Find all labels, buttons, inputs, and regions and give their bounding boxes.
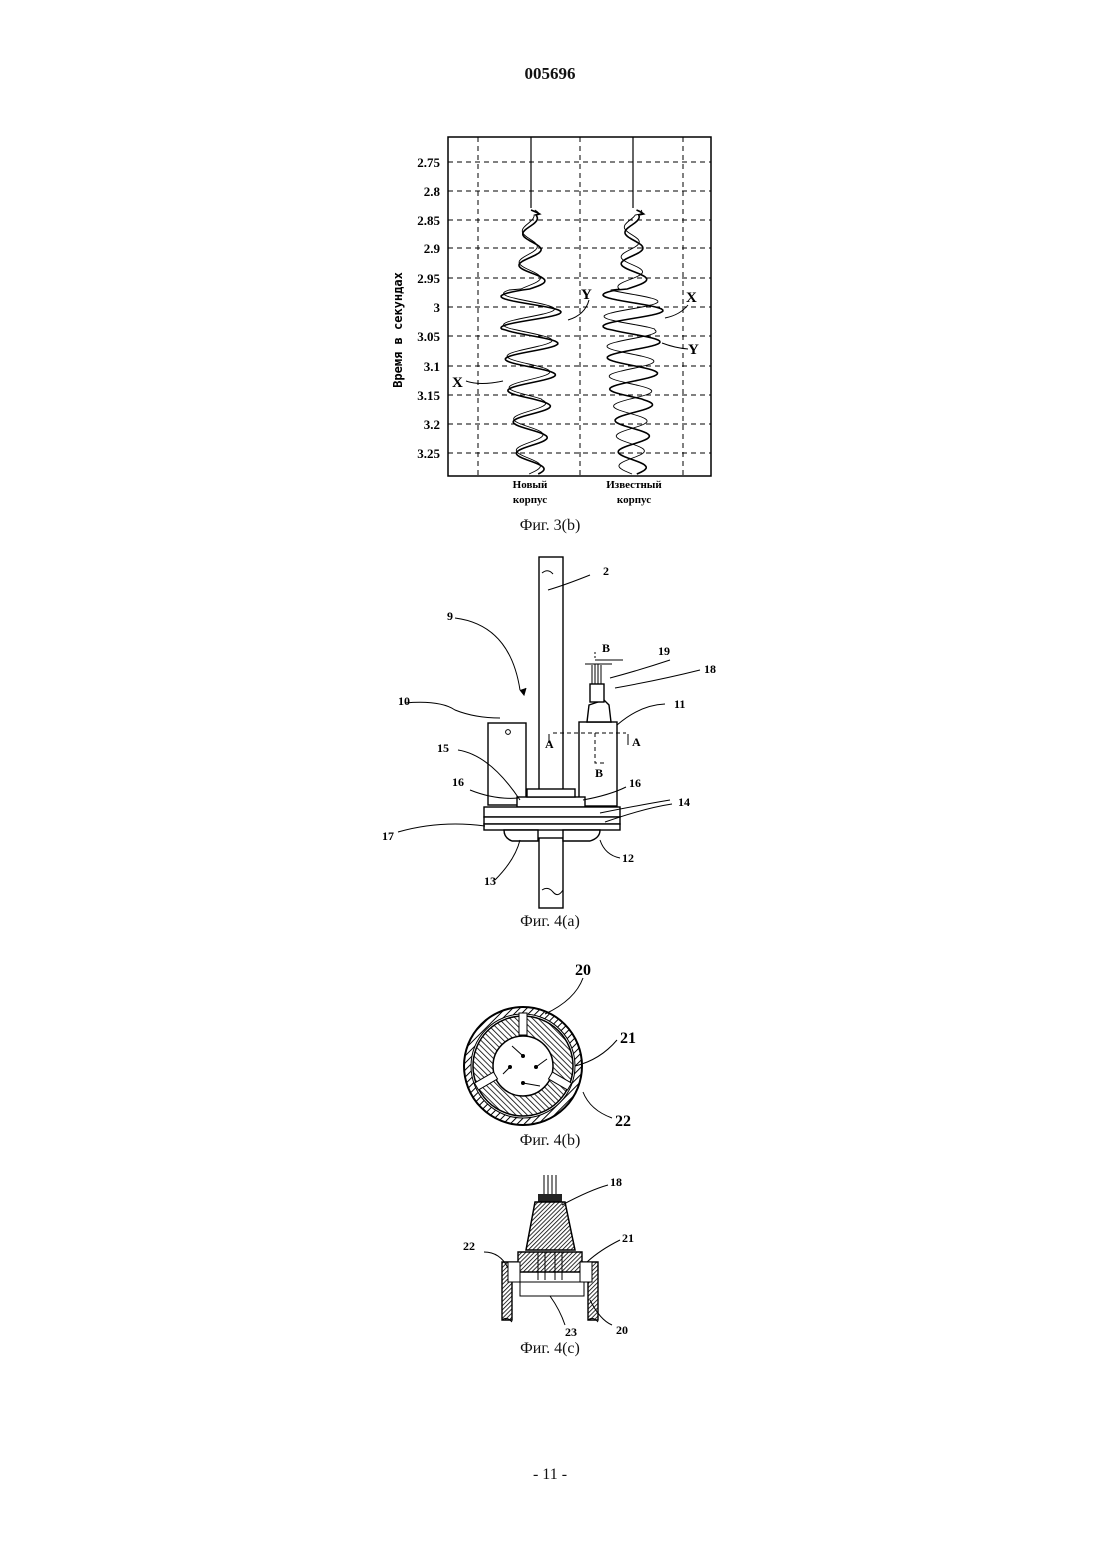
label-10: 10 bbox=[398, 694, 410, 708]
y-axis-label: Время в секундах bbox=[391, 272, 405, 388]
page-number: - 11 - bbox=[0, 1466, 1100, 1484]
trace-new-housing bbox=[501, 137, 561, 474]
label-20: 20 bbox=[575, 962, 591, 979]
trace-label-new-1: Новый bbox=[513, 479, 548, 491]
y-tick-label: 3.1 bbox=[424, 359, 440, 374]
label-section-a-left: A bbox=[545, 737, 554, 751]
y-tick-label: 3.05 bbox=[417, 329, 440, 344]
part-18-body bbox=[526, 1202, 575, 1250]
label-21: 21 bbox=[620, 1030, 636, 1047]
y-tick-label: 3 bbox=[434, 300, 441, 315]
figure-4b-caption: Фиг. 4(b) bbox=[450, 1132, 650, 1150]
label-12: 12 bbox=[622, 851, 634, 865]
y-tick-label: 3.2 bbox=[424, 417, 440, 432]
label-18: 18 bbox=[704, 662, 716, 676]
figure-3b-seismic-traces: 2.75 2.8 2.85 2.9 2.95 3 3.05 3.1 3.15 3… bbox=[380, 128, 720, 518]
label-13: 13 bbox=[484, 874, 496, 888]
y-tick-label: 2.8 bbox=[424, 184, 441, 199]
figure-4c-caption: Фиг. 4(c) bbox=[450, 1340, 650, 1358]
y-tick-label: 2.95 bbox=[417, 271, 440, 286]
label-17: 17 bbox=[382, 829, 394, 843]
figure-3b-caption: Фиг. 3(b) bbox=[450, 517, 650, 535]
label-9: 9 bbox=[447, 609, 453, 623]
label-22: 22 bbox=[615, 1113, 631, 1130]
figure-4a-caption: Фиг. 4(a) bbox=[450, 913, 650, 931]
y-tick-label: 3.25 bbox=[417, 446, 440, 461]
marker-x-left: X bbox=[452, 375, 463, 391]
figure-4c-connector-section: 18 20 21 22 23 bbox=[455, 1165, 645, 1345]
part-12 bbox=[563, 830, 600, 841]
document-number: 005696 bbox=[0, 64, 1100, 84]
label-23: 23 bbox=[565, 1325, 577, 1339]
y-tick-label: 3.15 bbox=[417, 388, 440, 403]
label-15: 15 bbox=[437, 741, 449, 755]
label-18: 18 bbox=[610, 1175, 622, 1189]
y-tick-label: 2.85 bbox=[417, 213, 440, 228]
label-16-left: 16 bbox=[452, 775, 464, 789]
trace-label-known-1: Известный bbox=[606, 479, 662, 491]
label-2: 2 bbox=[603, 564, 609, 578]
label-22: 22 bbox=[463, 1239, 475, 1253]
figure-4b-ring-cross-section: 20 21 22 bbox=[440, 950, 660, 1130]
trace-label-new-2: корпус bbox=[513, 494, 547, 506]
label-section-a-right: A bbox=[632, 735, 641, 749]
y-tick-label: 2.75 bbox=[417, 155, 440, 170]
grid-lines bbox=[448, 137, 711, 476]
part-18-connector bbox=[587, 700, 611, 722]
trace-label-known-2: корпус bbox=[617, 494, 651, 506]
label-20: 20 bbox=[616, 1323, 628, 1337]
label-19: 19 bbox=[658, 644, 670, 658]
label-21: 21 bbox=[622, 1231, 634, 1245]
label-11: 11 bbox=[674, 697, 685, 711]
figure-4a-sensor-assembly: 2 9 10 11 12 13 14 15 16 16 17 18 19 A A… bbox=[380, 552, 720, 912]
y-tick-label: 2.9 bbox=[424, 241, 441, 256]
label-14: 14 bbox=[678, 795, 690, 809]
rod-lower bbox=[539, 838, 563, 908]
part-13 bbox=[504, 830, 538, 841]
marker-y-right: Y bbox=[688, 342, 699, 358]
label-section-b-bottom: B bbox=[595, 766, 603, 780]
marker-y-left: Y bbox=[581, 287, 592, 303]
rod-upper bbox=[539, 557, 563, 795]
marker-x-right: X bbox=[686, 290, 697, 306]
label-16-right: 16 bbox=[629, 776, 641, 790]
part-10-housing bbox=[488, 723, 526, 805]
label-section-b-top: B bbox=[602, 641, 610, 655]
trace-known-housing bbox=[603, 137, 663, 474]
